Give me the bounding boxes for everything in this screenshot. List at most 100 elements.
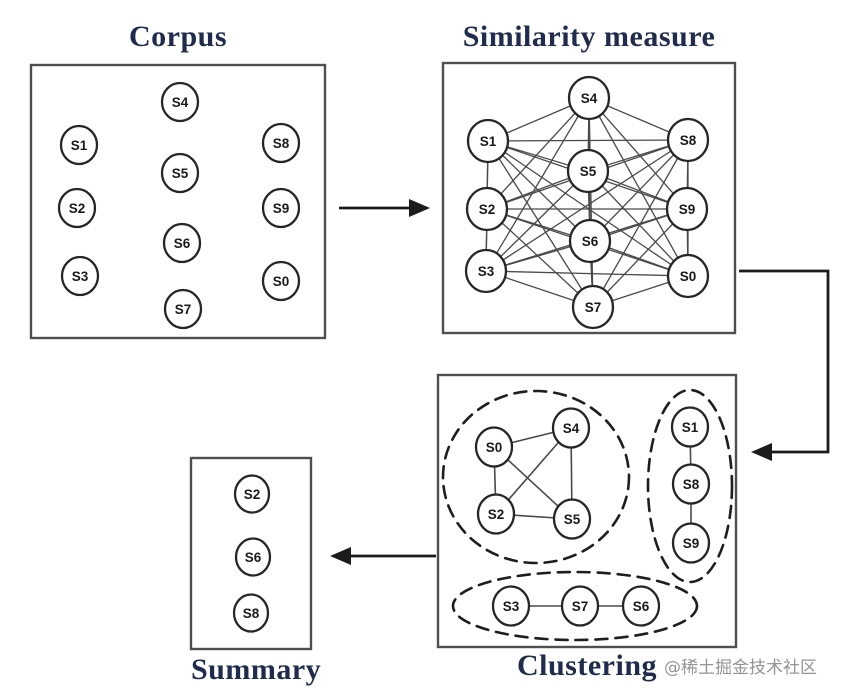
node-circle-S8 — [261, 122, 301, 164]
node-label-S7: S7 — [175, 302, 192, 317]
node-label-S0: S0 — [680, 269, 697, 284]
node-circle-S5 — [160, 152, 200, 194]
node-label-S0: S0 — [273, 274, 290, 289]
node-circle-S7 — [571, 284, 615, 330]
node-S2: S2 — [233, 474, 271, 514]
node-label-S8: S8 — [683, 477, 700, 492]
node-S5: S5 — [160, 152, 200, 194]
node-S3: S3 — [464, 248, 508, 294]
node-circle-S3 — [464, 248, 508, 294]
node-label-S0: S0 — [486, 440, 503, 455]
node-circle-S7 — [560, 585, 600, 627]
node-circle-S2 — [233, 474, 271, 514]
node-label-S8: S8 — [243, 606, 260, 621]
node-S4: S4 — [567, 75, 611, 121]
node-circle-S2 — [465, 186, 509, 232]
node-circle-S7 — [163, 288, 203, 330]
node-circle-S6 — [234, 537, 272, 577]
node-label-S7: S7 — [585, 300, 602, 315]
node-label-S1: S1 — [480, 134, 497, 149]
node-label-S1: S1 — [71, 138, 88, 153]
clustering-title: Clustering — [517, 649, 657, 682]
edge-S4-S3 — [485, 97, 590, 272]
node-circle-S1 — [59, 124, 99, 166]
node-label-S3: S3 — [503, 599, 520, 614]
node-circle-S6 — [568, 218, 612, 264]
node-S5: S5 — [566, 148, 610, 194]
arrow-clustering-to-summary-head — [330, 547, 351, 565]
similarity-box — [441, 61, 737, 335]
arrow-clustering-to-summary — [330, 547, 436, 565]
edge-S4-S2 — [486, 97, 590, 210]
edge-S2-S7 — [486, 208, 594, 308]
node-S9: S9 — [671, 522, 711, 564]
summary-box — [189, 456, 313, 651]
node-label-S2: S2 — [69, 201, 86, 216]
watermark-text: @稀土掘金技术社区 — [664, 658, 817, 678]
node-label-S5: S5 — [580, 164, 597, 179]
node-S4: S4 — [160, 81, 200, 123]
node-S8: S8 — [232, 593, 270, 633]
node-label-S9: S9 — [679, 202, 696, 217]
node-label-S7: S7 — [572, 599, 589, 614]
node-S7: S7 — [571, 284, 615, 330]
clustering-box — [436, 373, 738, 649]
edge-S1-S7 — [487, 140, 594, 308]
corpus-title: Corpus — [128, 20, 228, 53]
node-S1: S1 — [59, 124, 99, 166]
node-label-S6: S6 — [174, 236, 191, 251]
node-S9: S9 — [665, 186, 709, 232]
node-label-S2: S2 — [244, 487, 261, 502]
summary-title: Summary — [191, 653, 322, 686]
arrow-corpus-to-similarity-head — [409, 199, 430, 217]
node-circle-S0 — [474, 426, 514, 468]
cluster-right-outline — [646, 388, 734, 584]
node-label-S9: S9 — [273, 201, 290, 216]
node-label-S1: S1 — [682, 420, 699, 435]
cluster-top-left-outline — [441, 389, 631, 565]
node-circle-S5 — [566, 148, 610, 194]
node-S6: S6 — [234, 537, 272, 577]
node-S6: S6 — [568, 218, 612, 264]
edge-S4-S0 — [588, 97, 689, 277]
node-S9: S9 — [261, 187, 301, 229]
node-S1: S1 — [670, 406, 710, 448]
node-S1: S1 — [466, 118, 510, 164]
node-S0: S0 — [666, 253, 710, 299]
node-circle-S1 — [670, 406, 710, 448]
node-circle-S8 — [666, 117, 710, 163]
node-circle-S6 — [621, 585, 661, 627]
node-circle-S4 — [567, 75, 611, 121]
node-circle-S8 — [232, 593, 270, 633]
node-S4: S4 — [551, 407, 591, 449]
arrow-similarity-to-clustering-head — [751, 443, 772, 461]
node-S6: S6 — [162, 222, 202, 264]
edge-S8-S3 — [485, 139, 689, 272]
node-circle-S2 — [476, 493, 516, 535]
node-S6: S6 — [621, 585, 661, 627]
node-S8: S8 — [671, 463, 711, 505]
node-S8: S8 — [666, 117, 710, 163]
node-label-S5: S5 — [172, 166, 189, 181]
cluster-bottom: S3 S7 S6 — [451, 570, 699, 642]
arrow-corpus-to-similarity — [339, 199, 430, 217]
cluster-bottom-outline — [451, 570, 699, 642]
node-label-S5: S5 — [564, 512, 581, 527]
corpus-box — [29, 63, 327, 340]
node-S7: S7 — [560, 585, 600, 627]
node-circle-S0 — [261, 260, 301, 302]
node-circle-S0 — [666, 253, 710, 299]
node-circle-S5 — [552, 498, 592, 540]
node-label-S4: S4 — [563, 421, 580, 436]
node-label-S2: S2 — [488, 507, 505, 522]
node-label-S3: S3 — [478, 264, 495, 279]
node-circle-S4 — [551, 407, 591, 449]
node-label-S9: S9 — [683, 536, 700, 551]
node-S5: S5 — [552, 498, 592, 540]
